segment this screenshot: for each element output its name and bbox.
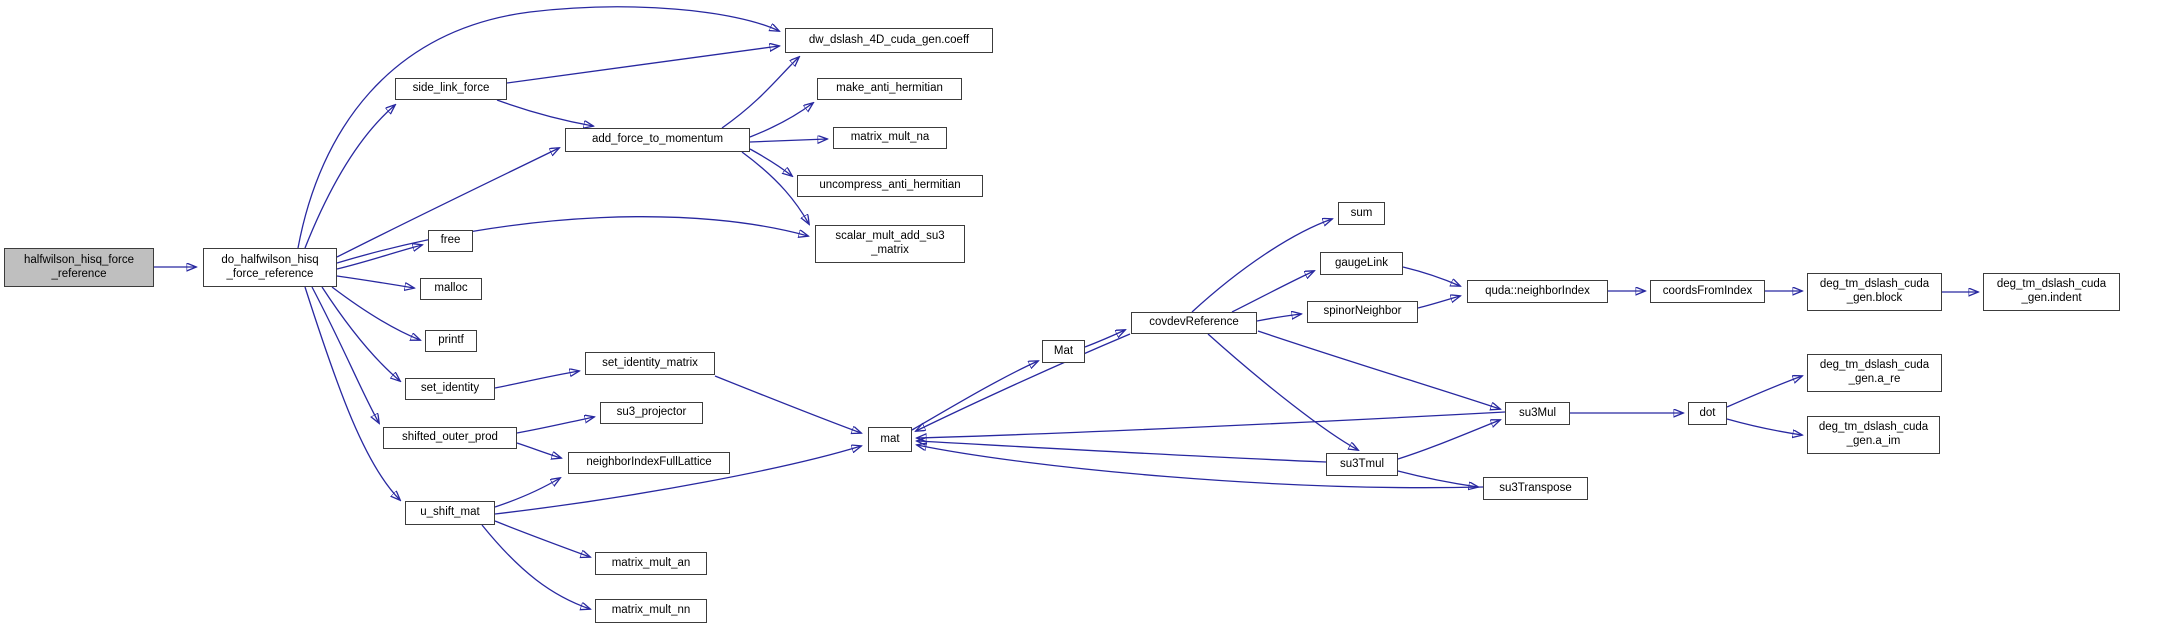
node-coords-from-index[interactable]: coordsFromIndex: [1650, 280, 1765, 303]
node-add-force-to-momentum[interactable]: add_force_to_momentum: [565, 128, 750, 152]
edge-covdevReference-su3Mul: [1257, 330, 1500, 409]
node-make-anti-hermitian[interactable]: make_anti_hermitian: [817, 78, 962, 100]
node-halfwilson-hisq-force-reference[interactable]: halfwilson_hisq_force _reference: [4, 248, 154, 287]
node-covdev-reference[interactable]: covdevReference: [1131, 312, 1257, 334]
node-sum[interactable]: sum: [1338, 202, 1385, 225]
node-deg-tm-dslash-cuda-gen-indent[interactable]: deg_tm_dslash_cuda _gen.indent: [1983, 273, 2120, 311]
node-matrix-mult-nn[interactable]: matrix_mult_nn: [595, 599, 707, 623]
node-deg-tm-dslash-cuda-gen-block[interactable]: deg_tm_dslash_cuda _gen.block: [1807, 273, 1942, 311]
node-malloc[interactable]: malloc: [420, 278, 482, 300]
node-quda-neighbor-index[interactable]: quda::neighborIndex: [1467, 280, 1608, 303]
edge-add_force_to_momentum-scalar_mult: [741, 151, 809, 224]
node-matrix-mult-an[interactable]: matrix_mult_an: [595, 552, 707, 575]
edge-set_identity-set_identity_matrix: [494, 371, 579, 389]
node-gauge-link[interactable]: gaugeLink: [1320, 252, 1403, 275]
node-deg-tm-dslash-cuda-gen-a-im[interactable]: deg_tm_dslash_cuda _gen.a_im: [1807, 416, 1940, 454]
node-uncompress-anti-hermitian[interactable]: uncompress_anti_hermitian: [797, 175, 983, 197]
edge-set_identity_matrix-mat: [714, 375, 861, 433]
node-printf[interactable]: printf: [425, 330, 477, 352]
node-set-identity-matrix[interactable]: set_identity_matrix: [585, 352, 715, 375]
edge-u_shift_mat-mat: [494, 446, 861, 515]
edge-su3Tmul-su3Mul: [1397, 420, 1500, 460]
edge-do_halfwilson-add_force_to_momentum: [336, 148, 559, 258]
edge-su3Mul-mat: [917, 411, 1506, 438]
node-do-halfwilson-hisq-force-reference[interactable]: do_halfwilson_hisq _force_reference: [203, 248, 337, 287]
edge-do_halfwilson-malloc: [336, 275, 414, 288]
edge-spinorNeighbor-quda_neighborIndex: [1417, 296, 1460, 309]
edge-add_force_to_momentum-uncompress: [749, 148, 792, 176]
edge-covdevReference-gaugeLink: [1231, 271, 1314, 313]
edge-do_halfwilson-shifted_outer_prod: [311, 286, 379, 423]
edge-u_shift_mat-neighborIndexFullLattice: [494, 478, 560, 508]
edge-gaugeLink-quda_neighborIndex: [1402, 266, 1460, 286]
edge-do_halfwilson-set_identity: [321, 286, 400, 381]
node-su3mul[interactable]: su3Mul: [1505, 402, 1570, 425]
edge-do_halfwilson-u_shift_mat: [304, 286, 400, 500]
edge-shifted_outer_prod-neighborIndexFullLattice: [516, 442, 561, 458]
edge-dot-deg_a_re: [1726, 376, 1802, 408]
edge-covdevReference-su3Tmul: [1207, 333, 1358, 450]
node-shifted-outer-prod[interactable]: shifted_outer_prod: [383, 427, 517, 449]
edge-side_link_force-dw_coeff: [506, 46, 779, 84]
edge-su3Transpose-mat: [917, 445, 1484, 489]
edge-dot-deg_a_im: [1726, 418, 1802, 435]
node-mat[interactable]: mat: [868, 427, 912, 452]
node-su3transpose[interactable]: su3Transpose: [1483, 477, 1588, 500]
edge-covdevReference-spinorNeighbor: [1256, 314, 1301, 322]
node-scalar-mult-add-su3-matrix[interactable]: scalar_mult_add_su3 _matrix: [815, 225, 965, 263]
edge-add_force_to_momentum-make_anti_hermitian: [749, 103, 813, 138]
edge-su3Tmul-mat: [917, 441, 1327, 463]
edge-Mat-covdevReference: [1084, 330, 1125, 348]
edge-do_halfwilson-free: [336, 245, 422, 270]
node-neighbor-index-full-lattice[interactable]: neighborIndexFullLattice: [568, 452, 730, 474]
edge-add_force_to_momentum-matrix_mult_na: [749, 139, 827, 142]
edge-covdevReference-mat: [916, 333, 1131, 431]
node-su3-projector[interactable]: su3_projector: [600, 402, 703, 424]
edge-do_halfwilson-scalar_mult: [336, 216, 808, 264]
edge-covdevReference-sum: [1191, 219, 1332, 313]
node-su3tmul[interactable]: su3Tmul: [1326, 453, 1398, 476]
edge-su3Tmul-su3Transpose: [1397, 470, 1478, 487]
edge-side_link_force-add_force_to_momentum: [496, 99, 593, 126]
node-deg-tm-dslash-cuda-gen-a-re[interactable]: deg_tm_dslash_cuda _gen.a_re: [1807, 354, 1942, 392]
edge-add_force_to_momentum-dw_coeff: [721, 57, 799, 129]
edge-do_halfwilson-dw_coeff-top: [297, 6, 779, 249]
node-set-identity[interactable]: set_identity: [405, 378, 495, 400]
node-dot[interactable]: dot: [1688, 402, 1727, 425]
node-u-shift-mat[interactable]: u_shift_mat: [405, 501, 495, 525]
node-dw-dslash-4d-cuda-gen-coeff[interactable]: dw_dslash_4D_cuda_gen.coeff: [785, 28, 993, 53]
node-side-link-force[interactable]: side_link_force: [395, 78, 507, 100]
edge-shifted_outer_prod-su3_projector: [516, 417, 594, 434]
edge-u_shift_mat-matrix_mult_nn: [481, 524, 590, 609]
node-spinor-neighbor[interactable]: spinorNeighbor: [1307, 301, 1418, 323]
edge-do_halfwilson-side_link_force: [304, 105, 395, 249]
node-free[interactable]: free: [428, 230, 473, 252]
node-matrix-mult-na[interactable]: matrix_mult_na: [833, 127, 947, 149]
node-mat-capital[interactable]: Mat: [1042, 340, 1085, 363]
edge-u_shift_mat-matrix_mult_an: [494, 520, 590, 557]
edge-do_halfwilson-printf: [331, 286, 420, 340]
edge-mat-Mat: [911, 361, 1038, 431]
